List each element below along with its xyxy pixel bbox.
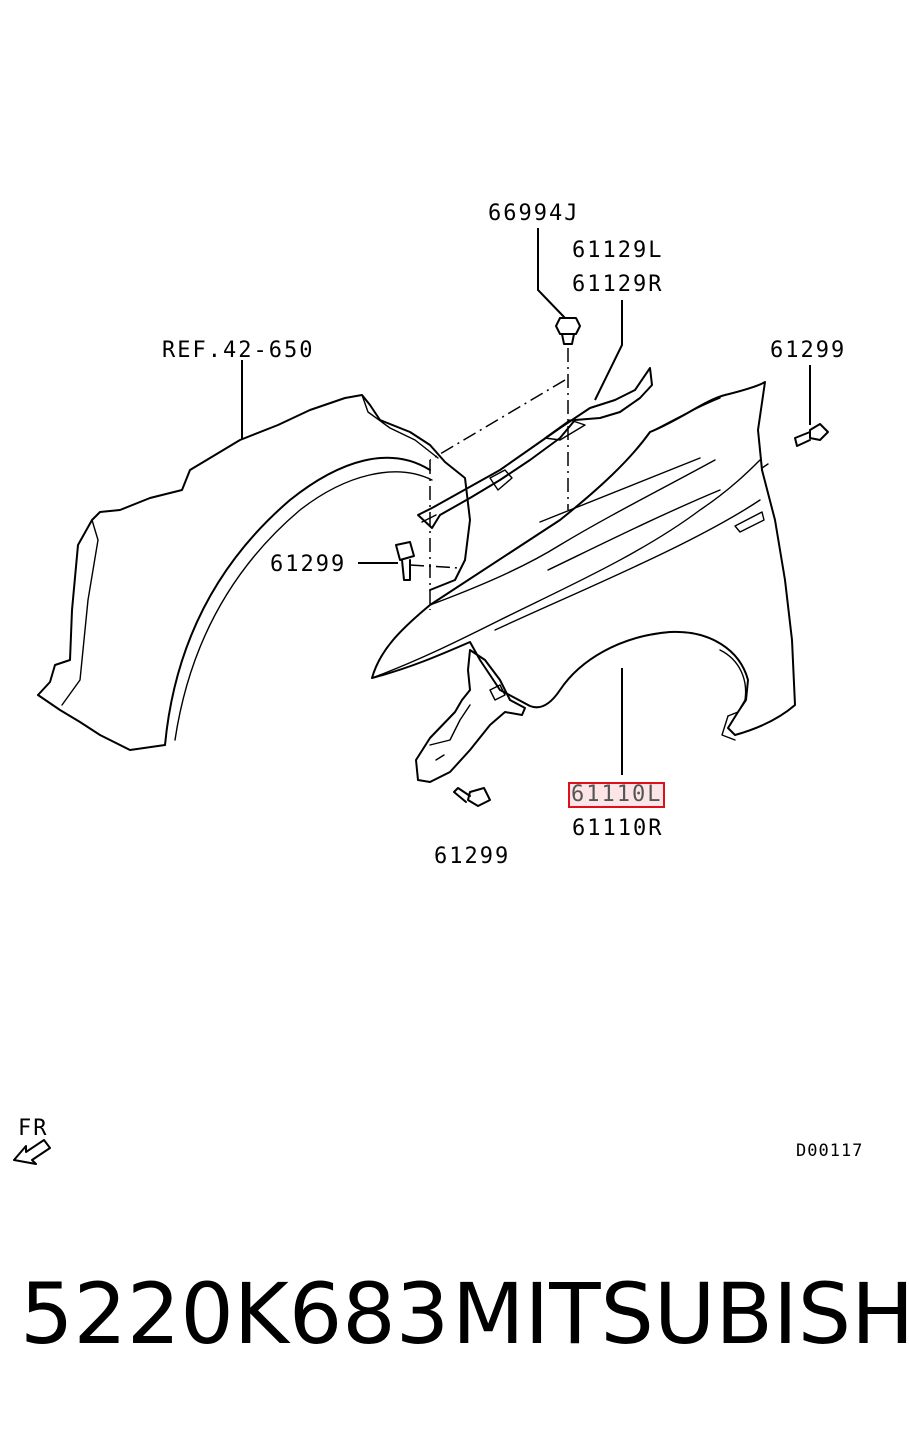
label-61299-top-right: 61299 [770, 338, 847, 363]
bolt-bottom-drawing [453, 787, 491, 807]
label-61110r: 61110R [572, 816, 664, 841]
footer-brand: MITSUBISHI [452, 1265, 909, 1363]
fender-liner-drawing [37, 394, 471, 751]
label-61129l: 61129L [572, 238, 664, 263]
footer-part-number: 5220K683 [20, 1265, 450, 1363]
label-ref-42-650: REF.42-650 [162, 338, 315, 363]
label-61129r: 61129R [572, 272, 664, 297]
assembly-guide-lines [409, 348, 569, 610]
clip-drawing [555, 317, 581, 345]
label-61299-middle-left: 61299 [270, 552, 347, 577]
label-61110l-highlighted: 61110L [567, 782, 666, 808]
lower-bracket-drawing [415, 649, 526, 783]
bolt-middle-left-drawing [395, 541, 415, 581]
upper-bracket-drawing [417, 367, 653, 529]
leader-lines [241, 228, 811, 775]
label-66994j: 66994J [488, 201, 580, 226]
label-drawing-code: D00117 [796, 1141, 864, 1161]
bolt-top-right-drawing [794, 423, 829, 447]
label-fr: FR [18, 1116, 49, 1141]
front-direction-arrow [13, 1139, 51, 1165]
fender-drawing [371, 381, 796, 741]
label-61299-bottom: 61299 [434, 844, 511, 869]
